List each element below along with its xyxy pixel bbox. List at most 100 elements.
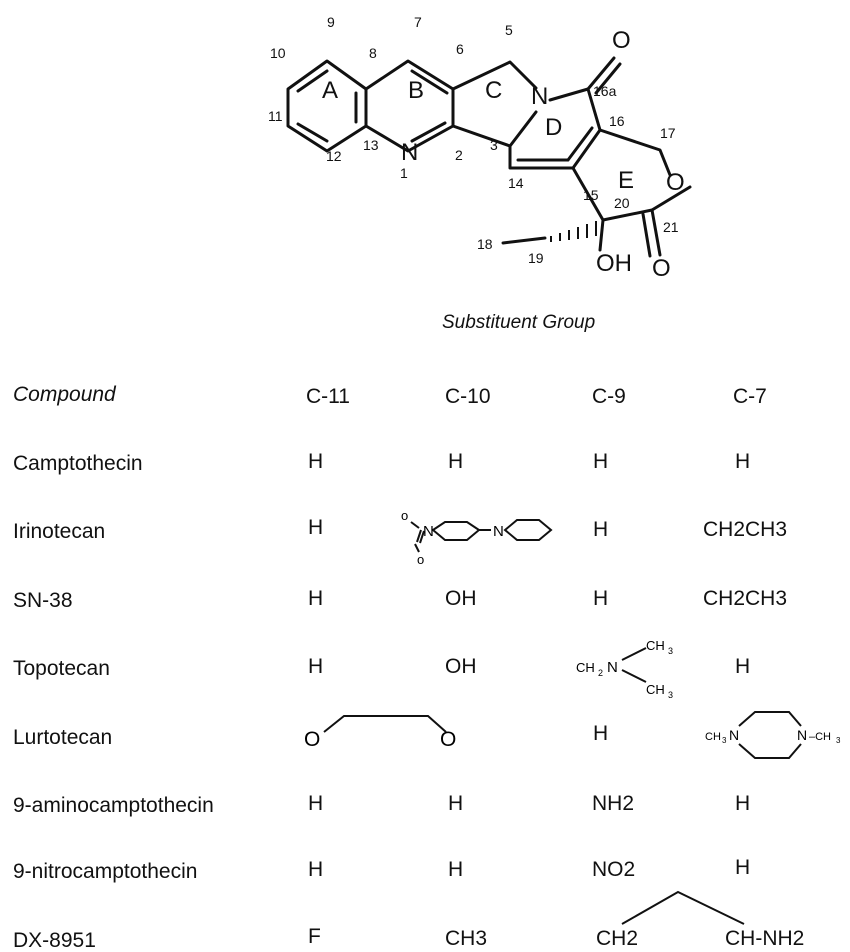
header-c11: C-11 xyxy=(306,385,350,408)
compound-name: SN-38 xyxy=(13,589,73,612)
atom-oh-20: OH xyxy=(596,250,632,277)
atom-label-13: 13 xyxy=(363,137,379,153)
cell-c11: H xyxy=(308,587,324,610)
atom-label-5: 5 xyxy=(505,22,513,38)
atom-label-15: 15 xyxy=(583,187,599,203)
atom-label-14: 14 xyxy=(508,175,524,191)
lurtotecan-ch3-right-subscript: 3 xyxy=(836,736,841,745)
ring-d-bonds xyxy=(508,87,602,170)
ring-a-inner-bonds xyxy=(296,69,358,143)
lurtotecan-n-right: N xyxy=(797,727,807,743)
cell-c10: H xyxy=(448,792,464,815)
irinotecan-bipiperidine-structure: o N N o xyxy=(401,508,553,567)
ring-b-bonds xyxy=(364,59,455,153)
header-c9: C-9 xyxy=(592,385,626,408)
lurtotecan-o-left: O xyxy=(304,728,320,751)
atom-label-18: 18 xyxy=(477,236,493,252)
ring-label-b: B xyxy=(408,77,424,104)
irinotecan-o-top: o xyxy=(401,508,408,523)
cell-c10: H xyxy=(448,450,464,473)
cell-c7: H xyxy=(735,655,751,678)
atom-label-19: 19 xyxy=(528,250,544,266)
hashed-wedge-bond xyxy=(550,221,597,242)
atom-o-ring: O xyxy=(666,169,685,196)
atom-label-10: 10 xyxy=(270,45,286,61)
cell-c9: NO2 xyxy=(592,858,636,881)
carbonyl-21 xyxy=(641,208,662,258)
cell-c11: H xyxy=(308,792,324,815)
cell-c11: H xyxy=(308,450,324,473)
atom-label-1: 1 xyxy=(400,165,408,181)
topotecan-ch2: CH xyxy=(576,660,595,675)
camptothecin-structure-diagram: A B C D E 9 10 11 12 8 13 7 6 5 1 2 3 14… xyxy=(268,14,692,282)
cell-c7: H xyxy=(735,792,751,815)
cell-c9: H xyxy=(593,722,609,745)
cell-c10: OH xyxy=(445,655,477,678)
cell-c10: CH3 xyxy=(445,927,488,950)
irinotecan-n2: N xyxy=(493,523,504,540)
compound-name: Irinotecan xyxy=(13,520,106,543)
cell-c11: F xyxy=(308,925,321,948)
ring-label-e: E xyxy=(618,167,634,194)
cell-c10: OH xyxy=(445,587,477,610)
atom-label-21: 21 xyxy=(663,219,679,235)
atom-label-17: 17 xyxy=(660,125,676,141)
cell-c7: CH-NH2 xyxy=(725,927,805,950)
atom-label-8: 8 xyxy=(369,45,377,61)
header-compound: Compound xyxy=(13,383,116,406)
cell-c7: CH2CH3 xyxy=(703,587,788,610)
atom-n1: N xyxy=(401,139,418,166)
cell-c9: H xyxy=(593,518,609,541)
cell-c9: NH2 xyxy=(592,792,635,815)
topotecan-dimethylaminomethyl-structure: CH 2 N CH 3 CH 3 xyxy=(576,638,673,700)
cell-c11: H xyxy=(308,858,324,881)
compound-name: Topotecan xyxy=(13,657,110,680)
atom-label-9: 9 xyxy=(327,14,335,30)
substituent-group-heading: Substituent Group xyxy=(442,312,596,333)
atom-label-7: 7 xyxy=(414,14,422,30)
ring-e-bonds xyxy=(571,128,692,222)
header-c7: C-7 xyxy=(733,385,767,408)
ethyl-bond xyxy=(501,236,547,245)
topotecan-ch3-top: CH xyxy=(646,638,665,653)
topotecan-ch2-subscript: 2 xyxy=(598,668,603,678)
atom-label-3: 3 xyxy=(490,137,498,153)
compound-name: 9-nitrocamptothecin xyxy=(13,860,198,883)
lurtotecan-ch3-left: CH xyxy=(705,731,721,743)
atom-label-16a: 16a xyxy=(593,83,617,99)
dx8951-ring-bond xyxy=(621,890,745,925)
atom-o-16a: O xyxy=(612,27,631,54)
ring-d-inner-bonds xyxy=(516,126,594,162)
oh-bond xyxy=(598,218,605,252)
cell-c10: H xyxy=(448,858,464,881)
ring-label-a: A xyxy=(322,77,338,104)
atom-label-2: 2 xyxy=(455,147,463,163)
lurtotecan-ethylenedioxy-structure: O O xyxy=(304,715,456,751)
atom-n4: N xyxy=(531,83,548,110)
atom-label-20: 20 xyxy=(614,195,630,211)
cell-c9: H xyxy=(593,587,609,610)
irinotecan-o-bottom: o xyxy=(417,552,424,567)
compound-name: 9-aminocamptothecin xyxy=(13,794,214,817)
atom-label-12: 12 xyxy=(326,148,342,164)
ring-label-c: C xyxy=(485,77,502,104)
atom-label-11: 11 xyxy=(268,108,283,124)
lurtotecan-n-left: N xyxy=(729,727,739,743)
topotecan-n: N xyxy=(607,659,618,676)
cell-c9: CH2 xyxy=(596,927,639,950)
ring-label-d: D xyxy=(545,114,562,141)
lurtotecan-ch3-left-subscript: 3 xyxy=(722,736,727,745)
irinotecan-n1: N xyxy=(423,523,434,540)
cell-c11: H xyxy=(308,655,324,678)
cell-c7: CH2CH3 xyxy=(703,518,788,541)
compound-name: Lurtotecan xyxy=(13,726,113,749)
topotecan-ch3-bottom-subscript: 3 xyxy=(668,690,673,700)
atom-label-6: 6 xyxy=(456,41,464,57)
cell-c9: H xyxy=(593,450,609,473)
carbonyl-16a xyxy=(586,56,622,95)
lurtotecan-methylpiperazine-structure: CH 3 N N –CH 3 xyxy=(705,711,841,759)
atom-o-21: O xyxy=(652,255,671,282)
ring-b-inner-bonds xyxy=(410,69,449,143)
cell-c7: H xyxy=(735,856,751,879)
